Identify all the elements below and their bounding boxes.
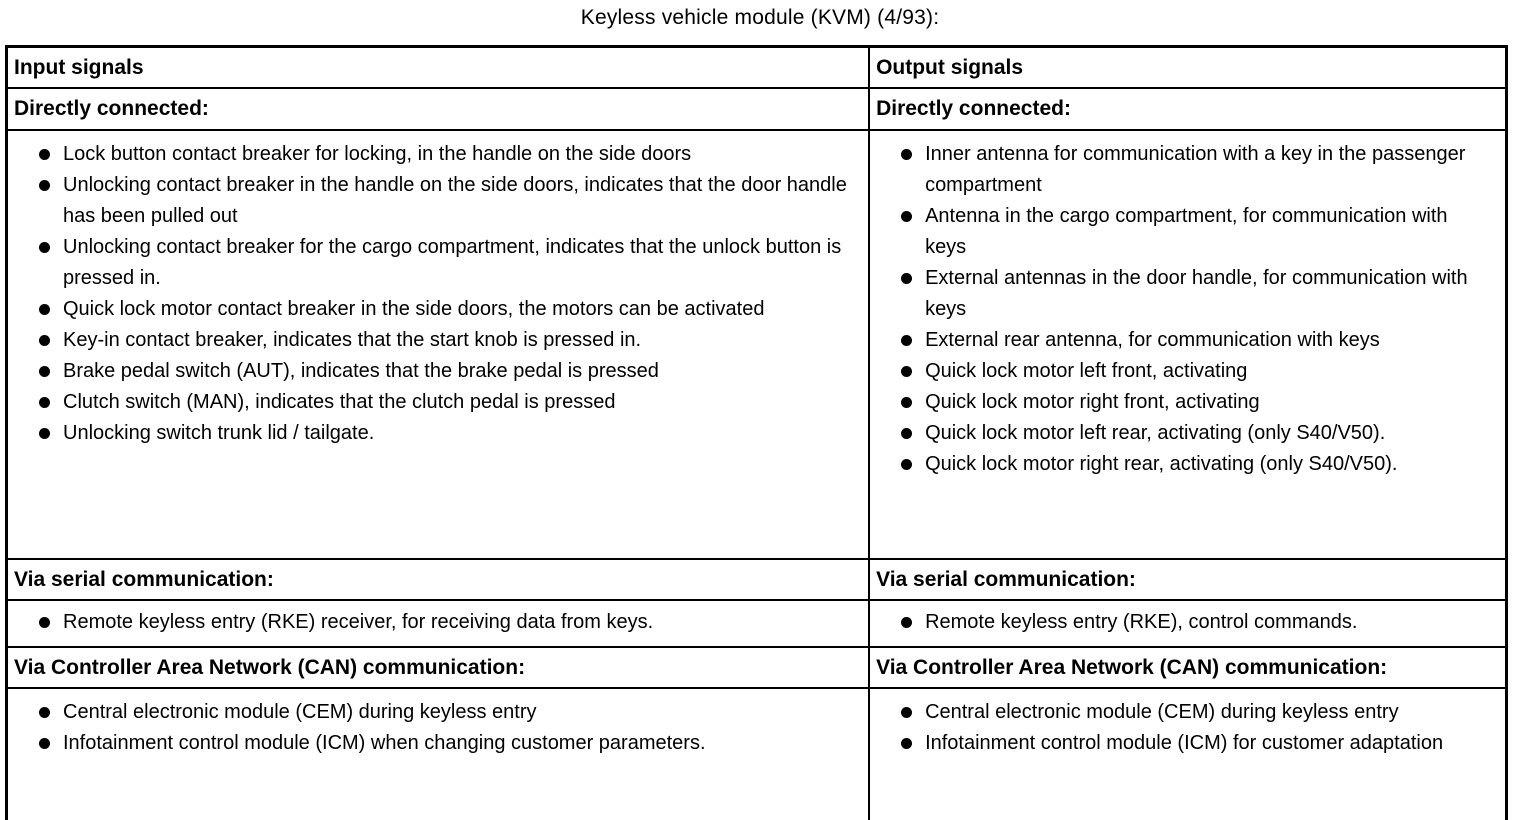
input-serial-heading: Via serial communication:: [5, 558, 871, 601]
output-serial-heading: Via serial communication:: [868, 558, 1508, 601]
list-item: Clutch switch (MAN), indicates that the …: [8, 387, 856, 418]
output-serial-cell: Remote keyless entry (RKE), control comm…: [868, 599, 1508, 648]
serial-items-row: Remote keyless entry (RKE) receiver, for…: [5, 599, 1508, 648]
list-item: Quick lock motor right front, activating: [870, 387, 1493, 418]
list-item: Quick lock motor left front, activating: [870, 356, 1493, 387]
list-item: Central electronic module (CEM) during k…: [8, 697, 856, 728]
can-items-row: Central electronic module (CEM) during k…: [5, 687, 1508, 820]
output-can-cell: Central electronic module (CEM) during k…: [868, 687, 1508, 820]
directly-connected-items-row: Lock button contact breaker for locking,…: [5, 129, 1508, 560]
input-directly-connected-heading: Directly connected:: [5, 87, 871, 131]
list-item: External antennas in the door handle, fo…: [870, 263, 1493, 325]
signals-table: Input signals Output signals Directly co…: [5, 45, 1508, 820]
output-serial-list: Remote keyless entry (RKE), control comm…: [870, 607, 1493, 638]
output-directly-connected-cell: Inner antenna for communication with a k…: [868, 129, 1508, 560]
list-item: Remote keyless entry (RKE) receiver, for…: [8, 607, 856, 638]
input-serial-list: Remote keyless entry (RKE) receiver, for…: [8, 607, 856, 638]
list-item: Quick lock motor left rear, activating (…: [870, 418, 1493, 449]
input-can-cell: Central electronic module (CEM) during k…: [5, 687, 871, 820]
output-can-list: Central electronic module (CEM) during k…: [870, 697, 1493, 759]
list-item: Quick lock motor contact breaker in the …: [8, 294, 856, 325]
list-item: Central electronic module (CEM) during k…: [870, 697, 1493, 728]
page-title: Keyless vehicle module (KVM) (4/93):: [580, 6, 940, 29]
input-serial-cell: Remote keyless entry (RKE) receiver, for…: [5, 599, 871, 648]
serial-heading-row: Via serial communication: Via serial com…: [5, 558, 1508, 601]
input-can-list: Central electronic module (CEM) during k…: [8, 697, 856, 759]
output-directly-connected-heading: Directly connected:: [868, 87, 1508, 131]
list-item: Infotainment control module (ICM) when c…: [8, 728, 856, 759]
list-item: Key-in contact breaker, indicates that t…: [8, 325, 856, 356]
output-directly-connected-list: Inner antenna for communication with a k…: [870, 139, 1493, 480]
output-can-heading: Via Controller Area Network (CAN) commun…: [868, 646, 1508, 689]
input-directly-connected-list: Lock button contact breaker for locking,…: [8, 139, 856, 449]
list-item: External rear antenna, for communication…: [870, 325, 1493, 356]
output-signals-header: Output signals: [868, 45, 1508, 89]
can-heading-row: Via Controller Area Network (CAN) commun…: [5, 646, 1508, 689]
list-item: Inner antenna for communication with a k…: [870, 139, 1493, 201]
list-item: Unlocking contact breaker for the cargo …: [8, 232, 856, 294]
list-item: Infotainment control module (ICM) for cu…: [870, 728, 1493, 759]
list-item: Unlocking contact breaker in the handle …: [8, 170, 856, 232]
input-signals-header: Input signals: [5, 45, 871, 89]
column-header-row: Input signals Output signals: [5, 45, 1508, 89]
list-item: Antenna in the cargo compartment, for co…: [870, 201, 1493, 263]
list-item: Unlocking switch trunk lid / tailgate.: [8, 418, 856, 449]
input-can-heading: Via Controller Area Network (CAN) commun…: [5, 646, 871, 689]
list-item: Brake pedal switch (AUT), indicates that…: [8, 356, 856, 387]
list-item: Remote keyless entry (RKE), control comm…: [870, 607, 1493, 638]
list-item: Quick lock motor right rear, activating …: [870, 449, 1493, 480]
input-directly-connected-cell: Lock button contact breaker for locking,…: [5, 129, 871, 560]
directly-connected-heading-row: Directly connected: Directly connected:: [5, 87, 1508, 131]
list-item: Lock button contact breaker for locking,…: [8, 139, 856, 170]
